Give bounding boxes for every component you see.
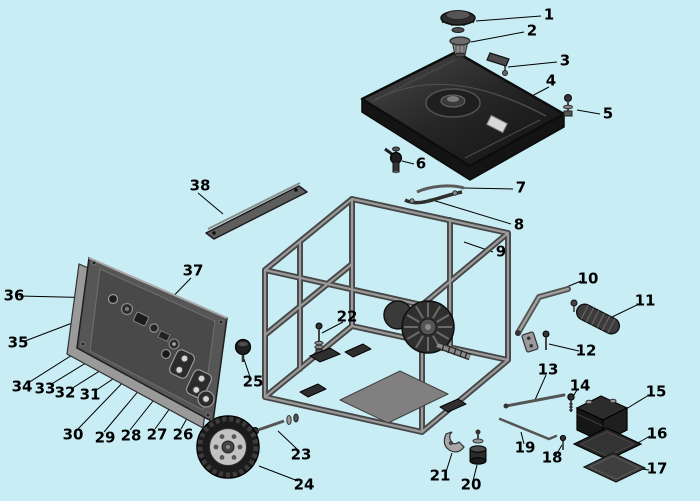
callout-7: 7 [515,178,527,197]
callout-38: 38 [189,176,211,195]
tank-clip [486,52,510,76]
callout-23: 23 [290,445,312,464]
battery-pad [582,452,647,483]
callout-4: 4 [545,71,557,90]
callout-12: 12 [575,341,597,360]
callout-35: 35 [7,333,29,352]
callout-24: 24 [293,475,315,494]
callout-22: 22 [336,307,358,326]
callout-2: 2 [526,21,538,40]
callout-31: 31 [79,385,101,404]
callout-14: 14 [569,376,591,395]
callout-5: 5 [602,104,614,123]
callout-15: 15 [645,382,667,401]
mount-bolt-set [308,322,342,363]
callout-25: 25 [242,372,264,391]
callout-13: 13 [537,360,559,379]
tray-bolt [559,434,567,450]
callout-34: 34 [11,377,33,396]
callout-36: 36 [3,286,25,305]
callout-20: 20 [460,475,482,494]
fuel-valve [384,146,403,174]
wheel [196,415,260,479]
control-panel [66,256,228,429]
tank-bolt [563,94,573,117]
battery-tray [572,427,643,461]
callout-21: 21 [429,466,451,485]
callout-28: 28 [120,426,142,445]
callout-16: 16 [646,424,668,443]
handle-grip [570,299,621,335]
callout-32: 32 [54,383,76,402]
callout-6: 6 [415,154,427,173]
callout-27: 27 [146,425,168,444]
handle-pipe [515,286,571,336]
rocker-switch [132,311,150,327]
callout-9: 9 [495,242,507,261]
fuel-cap [440,10,476,33]
reset-breaker [161,349,171,359]
callout-19: 19 [514,438,536,457]
duplex-outlet-1 [168,349,196,379]
support-bar [205,182,308,240]
foot-bracket [443,431,465,453]
fuse-holder [157,330,171,342]
callout-18: 18 [541,448,563,467]
indicator-light [107,293,119,305]
callout-33: 33 [34,379,56,398]
clamp-bracket [521,330,550,353]
callout-1: 1 [543,5,555,24]
callout-17: 17 [646,459,668,478]
rubber-foot [469,429,487,465]
small-bolt [567,393,575,412]
linkage-rods [498,393,566,441]
fuel-line [404,184,465,205]
callout-8: 8 [513,215,525,234]
fuel-strainer [449,36,471,58]
callout-26: 26 [172,425,194,444]
callout-3: 3 [559,51,571,70]
callout-30: 30 [62,425,84,444]
callout-29: 29 [94,428,116,447]
panel-knob [234,338,252,362]
callout-10: 10 [577,269,599,288]
callout-11: 11 [634,291,656,310]
frame [262,196,511,435]
alternator [383,300,472,361]
callout-37: 37 [182,261,204,280]
breaker-button [149,323,159,333]
